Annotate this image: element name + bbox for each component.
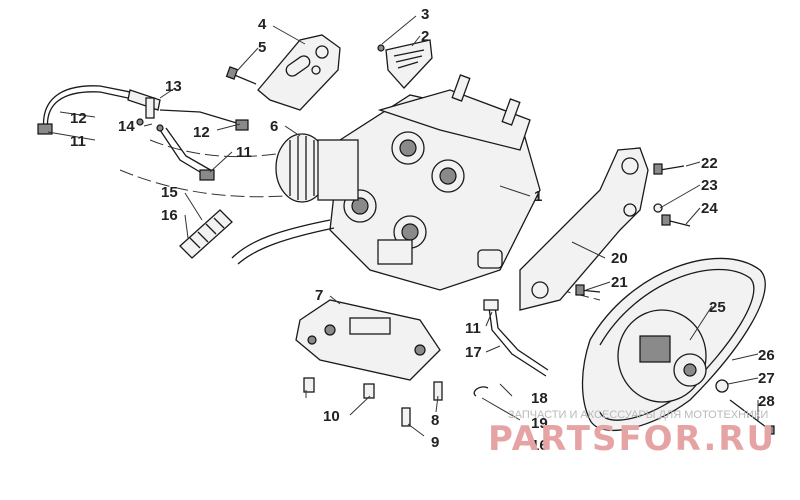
callout-17: 17 (465, 344, 482, 361)
watermark-tagline: ЗАПЧАСТИ И АКСЕССУАРЫ ДЛЯ МОТОТЕХНИКИ (508, 409, 768, 421)
bolt-5 (225, 66, 257, 85)
callout-24: 24 (701, 200, 718, 217)
pull-handle (377, 39, 433, 89)
callout-21: 21 (611, 274, 628, 291)
callout-1: 1 (534, 188, 542, 205)
callout-16b: 16 (531, 437, 548, 454)
engine-block (329, 74, 541, 291)
leader-lines (47, 15, 759, 437)
t-fitting (127, 89, 164, 132)
callout-27: 27 (758, 370, 775, 387)
callout-23: 23 (701, 177, 718, 194)
drain-hose (473, 299, 549, 397)
vent-hose-center (159, 109, 249, 181)
bracket-bolts (575, 163, 691, 296)
callout-14: 14 (118, 118, 135, 135)
callout-28: 28 (758, 393, 775, 410)
callout-11b: 11 (236, 144, 252, 161)
mount-bolts (303, 377, 443, 427)
callout-16a: 16 (161, 207, 178, 224)
callout-12a: 12 (70, 110, 87, 127)
callout-25: 25 (709, 299, 726, 316)
callout-8: 8 (431, 412, 439, 429)
vent-hose-left (37, 85, 131, 135)
callout-22: 22 (701, 155, 718, 172)
bracket-plate (519, 147, 649, 311)
callout-20: 20 (611, 250, 628, 267)
drive-clutch (617, 309, 707, 403)
callout-5: 5 (258, 39, 266, 56)
callout-15: 15 (161, 184, 178, 201)
callout-12b: 12 (193, 124, 210, 141)
watermark: ЗАПЧАСТИ И АКСЕССУАРЫ ДЛЯ МОТОТЕХНИКИ PA… (488, 409, 776, 459)
callout-18: 18 (531, 390, 548, 407)
magneto-cover (275, 133, 359, 203)
callout-6: 6 (270, 118, 278, 135)
callout-7: 7 (315, 287, 323, 304)
spring-coupler (179, 209, 335, 265)
engine-mount-plate (295, 299, 441, 381)
callout-labels: 1 2 3 4 5 6 7 8 9 10 11 11 11 12 12 13 1… (70, 6, 775, 454)
callout-13: 13 (165, 78, 182, 95)
callout-26: 26 (758, 347, 775, 364)
callout-11a: 11 (70, 133, 86, 150)
callout-10: 10 (323, 408, 340, 425)
callout-4: 4 (258, 16, 267, 33)
callout-3: 3 (421, 6, 429, 23)
watermark-brand: PARTSFOR.RU (488, 419, 776, 459)
callout-9: 9 (431, 434, 439, 451)
callout-2: 2 (421, 28, 429, 45)
clutch-bolt (715, 379, 775, 435)
callout-11c: 11 (465, 320, 481, 337)
upper-mount-bracket (257, 34, 341, 111)
callout-19: 19 (531, 415, 548, 432)
